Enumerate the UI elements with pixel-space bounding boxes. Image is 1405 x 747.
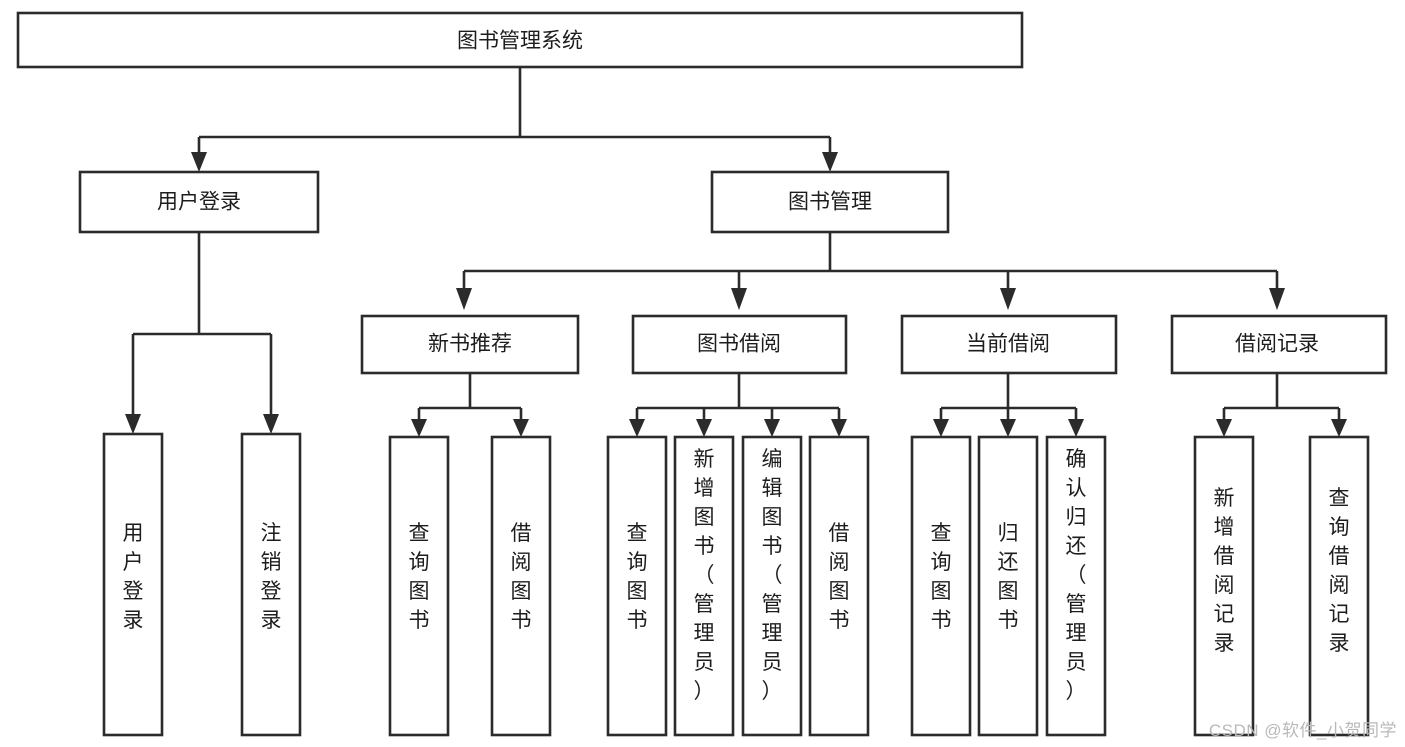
node-root[interactable]: 图书管理系统 [16, 11, 1024, 69]
node-logout-do-box [240, 432, 302, 737]
arrowhead-login-do [125, 414, 141, 434]
arrowhead-cb-query [933, 419, 949, 437]
arrowhead-user-login [191, 152, 207, 172]
arrowhead-book-borrow [731, 288, 747, 310]
node-cb-confirm[interactable]: 确认归还（管理员） [1045, 435, 1107, 737]
node-book-borrow-box [631, 314, 848, 375]
arrowhead-new-book-recommend [456, 288, 472, 310]
node-bb-borrow-label: 借阅图书 [829, 522, 850, 632]
node-bb-query-label: 查询图书 [627, 522, 648, 632]
node-cb-query-label: 查询图书 [931, 522, 952, 632]
node-new-book-recommend-box [360, 314, 580, 375]
arrowhead-br-query [1331, 419, 1347, 437]
node-bb-edit[interactable]: 编辑图书（管理员） [741, 435, 803, 737]
node-nbr-query[interactable]: 查询图书 [388, 435, 450, 737]
arrowhead-borrow-record [1269, 288, 1285, 310]
node-nbr-query-box [388, 435, 450, 737]
node-bb-borrow[interactable]: 借阅图书 [808, 435, 870, 737]
arrowhead-bb-edit [764, 419, 780, 437]
node-book-borrow[interactable]: 图书借阅 [631, 314, 848, 375]
node-cb-confirm-box [1045, 435, 1107, 737]
node-br-query-box [1308, 435, 1370, 737]
node-new-book-recommend-label: 新书推荐 [428, 333, 512, 356]
node-login-do[interactable]: 用户登录 [102, 432, 164, 737]
arrowhead-bb-query [629, 419, 645, 437]
arrowhead-bb-add [696, 419, 712, 437]
node-new-book-recommend[interactable]: 新书推荐 [360, 314, 580, 375]
connector-layer [131, 67, 1341, 419]
node-borrow-record-box [1170, 314, 1388, 375]
node-nbr-borrow-box [490, 435, 552, 737]
node-logout-do-label: 注销登录 [261, 522, 282, 632]
node-bb-add-label: 新增图书（管理员） [694, 448, 715, 703]
arrowhead-nbr-borrow [513, 419, 529, 437]
node-user-login-label: 用户登录 [157, 191, 241, 214]
arrowhead-book-manage [822, 152, 838, 172]
node-login-do-box [102, 432, 164, 737]
node-book-borrow-label: 图书借阅 [697, 333, 781, 356]
node-borrow-record-label: 借阅记录 [1235, 333, 1319, 356]
node-bb-query[interactable]: 查询图书 [606, 435, 668, 737]
node-book-manage-box [710, 170, 950, 234]
node-bb-add[interactable]: 新增图书（管理员） [673, 435, 735, 737]
node-borrow-record[interactable]: 借阅记录 [1170, 314, 1388, 375]
node-root-box [16, 11, 1024, 69]
arrowhead-logout-do [263, 414, 279, 434]
node-user-login-box [78, 170, 320, 234]
node-bb-edit-label: 编辑图书（管理员） [762, 448, 783, 703]
node-br-query[interactable]: 查询借阅记录 [1308, 435, 1370, 737]
node-bb-add-box [673, 435, 735, 737]
arrowhead-br-add [1216, 419, 1232, 437]
node-login-do-label: 用户登录 [123, 522, 144, 632]
arrowhead-nbr-query [411, 419, 427, 437]
arrowhead-layer [125, 152, 1347, 437]
node-logout-do[interactable]: 注销登录 [240, 432, 302, 737]
node-nbr-borrow-label: 借阅图书 [511, 522, 532, 632]
node-current-borrow[interactable]: 当前借阅 [900, 314, 1118, 375]
node-book-manage[interactable]: 图书管理 [710, 170, 950, 234]
node-nbr-query-label: 查询图书 [409, 522, 430, 632]
node-current-borrow-label: 当前借阅 [966, 333, 1050, 356]
node-current-borrow-box [900, 314, 1118, 375]
node-bb-borrow-box [808, 435, 870, 737]
node-cb-return[interactable]: 归还图书 [977, 435, 1039, 737]
node-user-login[interactable]: 用户登录 [78, 170, 320, 234]
node-cb-confirm-label: 确认归还（管理员） [1066, 448, 1087, 703]
node-br-add-label: 新增借阅记录 [1214, 487, 1235, 655]
node-book-manage-label: 图书管理 [788, 191, 872, 214]
node-bb-edit-box [741, 435, 803, 737]
arrowhead-bb-borrow [831, 419, 847, 437]
node-cb-return-label: 归还图书 [998, 522, 1019, 632]
node-nbr-borrow[interactable]: 借阅图书 [490, 435, 552, 737]
node-br-add-box [1193, 435, 1255, 737]
arrowhead-current-borrow [1000, 288, 1016, 310]
csdn-watermark: CSDN @软件_小贺同学 [1208, 721, 1397, 740]
node-cb-query-box [910, 435, 972, 737]
arrowhead-cb-confirm [1068, 419, 1084, 437]
node-br-query-label: 查询借阅记录 [1329, 487, 1350, 655]
node-bb-query-box [606, 435, 668, 737]
node-cb-query[interactable]: 查询图书 [910, 435, 972, 737]
arrowhead-cb-return [1000, 419, 1016, 437]
node-br-add[interactable]: 新增借阅记录 [1193, 435, 1255, 737]
node-cb-return-box [977, 435, 1039, 737]
node-root-label: 图书管理系统 [457, 30, 583, 53]
